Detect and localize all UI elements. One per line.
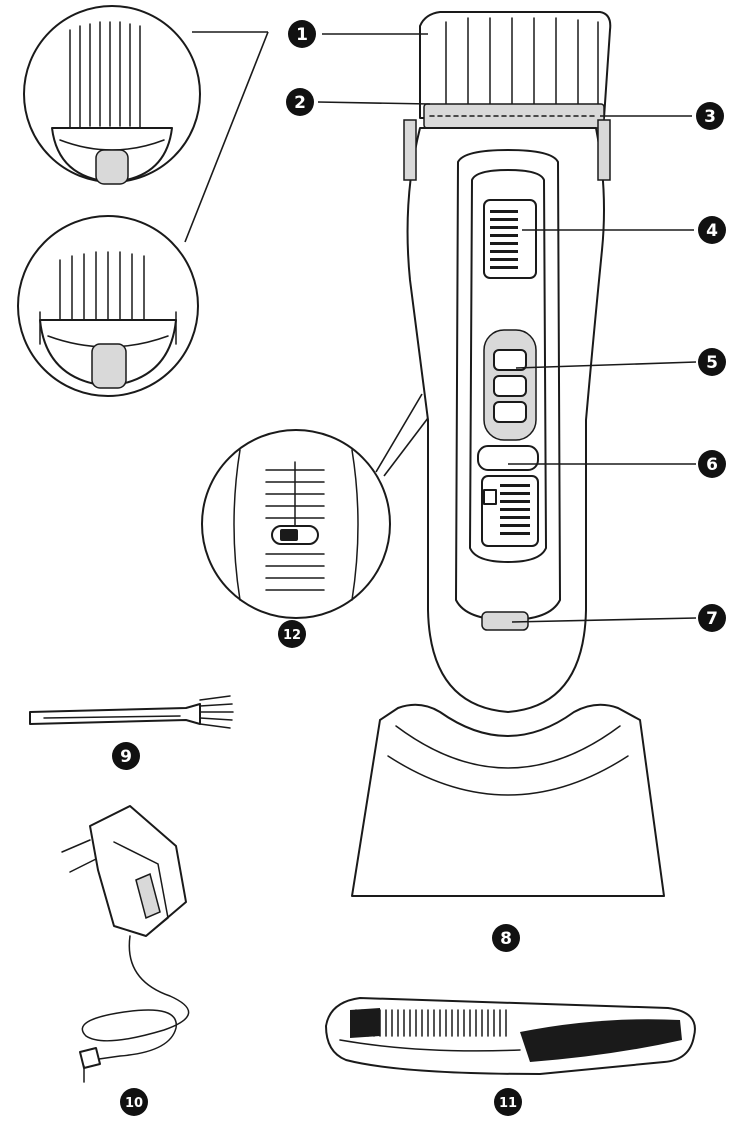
callout-3: 3 xyxy=(696,102,724,130)
callout-label: 4 xyxy=(706,221,718,241)
switch-detail xyxy=(201,393,429,619)
callout-label: 1 xyxy=(296,25,308,45)
callout-label: 8 xyxy=(500,929,512,949)
callout-10: 10 xyxy=(120,1088,148,1116)
callout-1: 1 xyxy=(288,20,316,48)
clipper-body xyxy=(403,11,612,713)
callout-label: 11 xyxy=(499,1096,517,1111)
power-socket xyxy=(481,611,529,631)
comb-detail-connectors xyxy=(184,31,269,243)
callout-label: 9 xyxy=(120,747,132,767)
leader-lines xyxy=(317,33,697,623)
stripe-panel-bottom xyxy=(481,475,539,547)
power-adapter xyxy=(61,805,190,1083)
callout-7: 7 xyxy=(698,604,726,632)
barber-comb xyxy=(325,997,696,1075)
callout-label: 12 xyxy=(283,628,301,643)
callout-11: 11 xyxy=(494,1088,522,1116)
callout-6: 6 xyxy=(698,450,726,478)
charge-indicator xyxy=(477,445,539,471)
comb-detail-bottom xyxy=(17,215,199,397)
callout-2: 2 xyxy=(286,88,314,116)
charging-stand xyxy=(351,703,665,897)
callout-5: 5 xyxy=(698,348,726,376)
callout-label: 7 xyxy=(706,609,718,629)
callout-label: 6 xyxy=(706,455,718,475)
adjust-wheel xyxy=(483,329,537,441)
callout-label: 2 xyxy=(294,93,306,113)
comb-detail-top xyxy=(23,5,201,185)
cleaning-brush xyxy=(29,695,234,729)
callout-label: 5 xyxy=(706,353,718,373)
stripe-panel-top xyxy=(483,199,537,279)
callout-8: 8 xyxy=(492,924,520,952)
callout-4: 4 xyxy=(698,216,726,244)
callout-9: 9 xyxy=(112,742,140,770)
callout-label: 3 xyxy=(704,107,716,127)
callout-12: 12 xyxy=(278,620,306,648)
callout-label: 10 xyxy=(125,1096,143,1111)
